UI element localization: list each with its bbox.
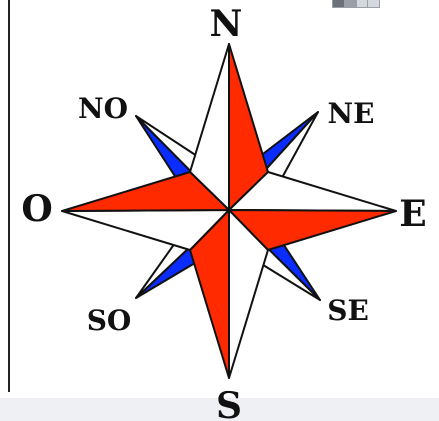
label-east: E xyxy=(399,193,426,235)
label-southeast: SE xyxy=(327,294,369,327)
label-north: N xyxy=(210,3,243,45)
label-west: O xyxy=(21,188,52,230)
label-northeast: NE xyxy=(328,97,375,130)
label-southwest: SO xyxy=(87,304,132,337)
label-northwest: NO xyxy=(78,92,128,125)
label-south: S xyxy=(216,385,242,421)
